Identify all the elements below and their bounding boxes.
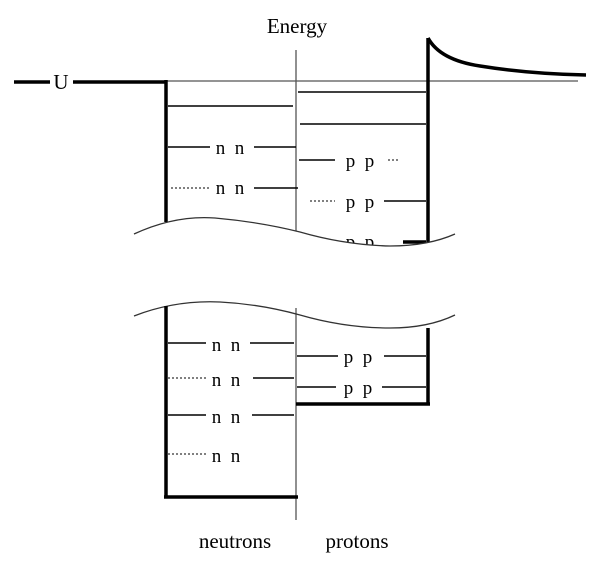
proton-pair-label: p p xyxy=(346,151,375,172)
neutron-pair-label: n n xyxy=(212,370,241,391)
energy-axis-label: Energy xyxy=(267,14,328,38)
neutrons-column-label: neutrons xyxy=(199,529,271,553)
axis-break-upper-wave xyxy=(133,216,456,247)
neutron-pair-label: n n xyxy=(216,138,245,159)
lower-neutron-levels: n n n n n n n n xyxy=(168,335,294,467)
proton-pair-label: p p xyxy=(346,192,375,213)
potential-label: U xyxy=(53,70,68,94)
neutron-pair-label: n n xyxy=(216,178,245,199)
neutron-pair-label: n n xyxy=(212,446,241,467)
coulomb-barrier-curve xyxy=(426,37,587,77)
upper-neutron-levels: n n n n xyxy=(168,105,298,199)
neutron-pair-label: n n xyxy=(212,335,241,356)
neutron-pair-label: n n xyxy=(212,407,241,428)
lower-proton-levels: p p p p xyxy=(297,347,426,399)
proton-pair-label: p p xyxy=(344,347,373,368)
protons-column-label: protons xyxy=(326,529,389,553)
upper-proton-levels: p p p p p p xyxy=(298,91,426,253)
axis-break-lower-wave xyxy=(133,301,456,329)
proton-pair-label: p p xyxy=(344,378,373,399)
axis-break-upper-mask xyxy=(134,217,455,275)
